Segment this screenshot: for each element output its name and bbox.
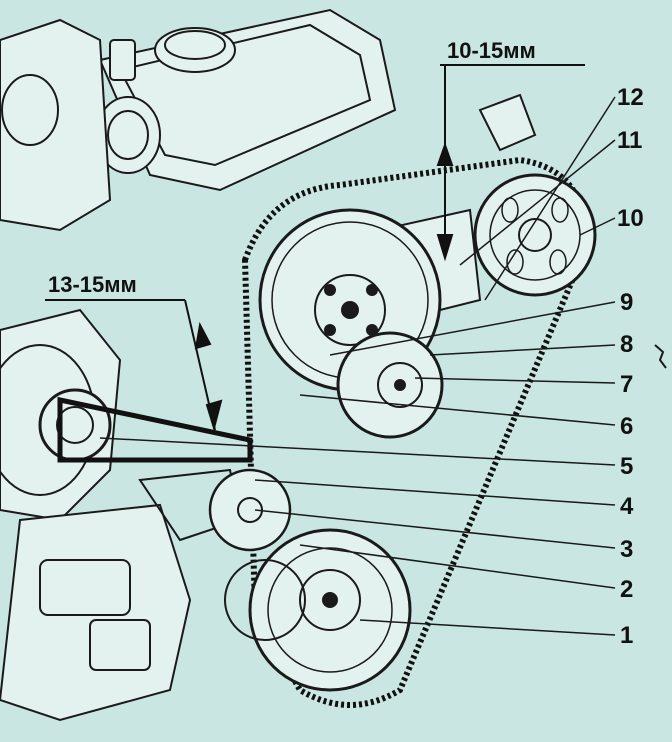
timing-belt (241, 156, 589, 708)
dimension-label-lower: 13-15мм (48, 272, 137, 297)
accessory-belt (57, 396, 253, 463)
tensioner-pulley (336, 331, 444, 439)
callout-8: 8 (620, 331, 633, 358)
dimension-arrow-upper (436, 64, 585, 262)
engine-block-sketch (0, 8, 537, 722)
callout-5: 5 (620, 453, 633, 480)
dimension-arrow-lower (45, 299, 223, 432)
callout-12: 12 (617, 84, 644, 111)
callout-leaders (99, 96, 616, 636)
callout-9: 9 (620, 289, 633, 316)
callout-11: 11 (617, 127, 642, 154)
alternator-pulley (38, 388, 112, 462)
callout-2: 2 (620, 576, 633, 603)
callout-squiggle (654, 344, 667, 369)
callout-7: 7 (620, 371, 633, 398)
idler-pulley (208, 468, 292, 552)
callout-1: 1 (620, 622, 633, 649)
water-pump-pulley (473, 173, 597, 297)
dimension-label-upper: 10-15мм (447, 38, 536, 63)
callout-6: 6 (620, 413, 633, 440)
callout-3: 3 (620, 536, 633, 563)
callout-4: 4 (620, 493, 634, 520)
callout-10: 10 (617, 205, 644, 232)
crankshaft-pulley (224, 528, 412, 692)
